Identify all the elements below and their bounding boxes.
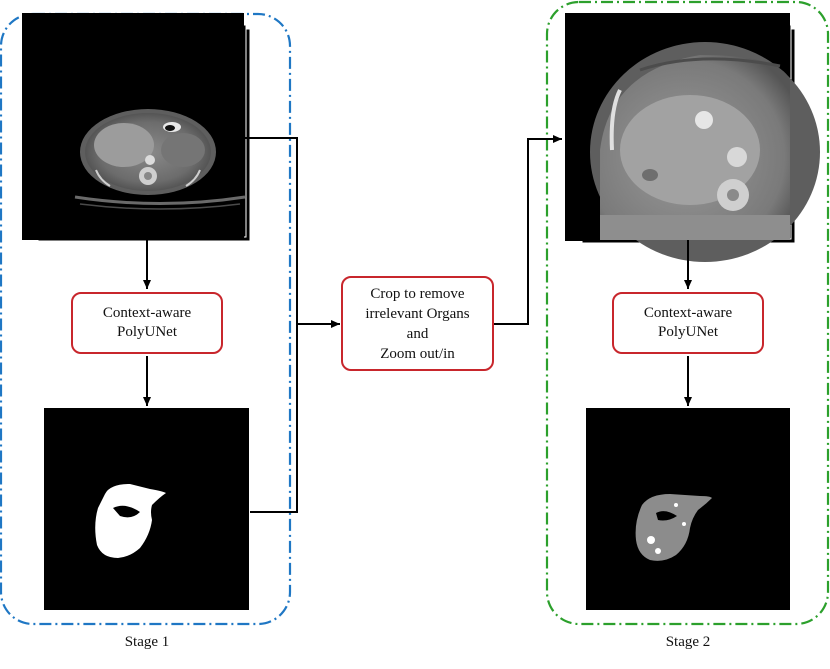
stage1-mask-image [44,408,249,610]
stage1-model-line-2: PolyUNet [117,324,177,340]
stage1-model-box: Context-aware PolyUNet [71,292,223,354]
stage1-ct-stack [22,13,251,242]
stage2-model-line-2: PolyUNet [658,324,718,340]
stage2-model-box: Context-aware PolyUNet [612,292,764,354]
stage1-model-line-1: Context-aware [102,305,192,321]
stage1-label: Stage 1 [124,634,170,650]
crop-line-4: Zoom out/in [380,345,455,362]
crop-line-3: and [406,325,429,342]
stage2-mask-image [586,408,790,610]
crop-line-1: Crop to remove [370,285,465,302]
crop-line-2: irrelevant Organs [365,305,470,322]
stage2-ct-stack [565,13,820,262]
crop-zoom-box: Crop to remove irrelevant Organs and Zoo… [341,276,494,371]
stage2-model-line-1: Context-aware [643,305,733,321]
stage2-label: Stage 2 [665,634,711,650]
arrow-crop-to-s2 [494,135,562,325]
